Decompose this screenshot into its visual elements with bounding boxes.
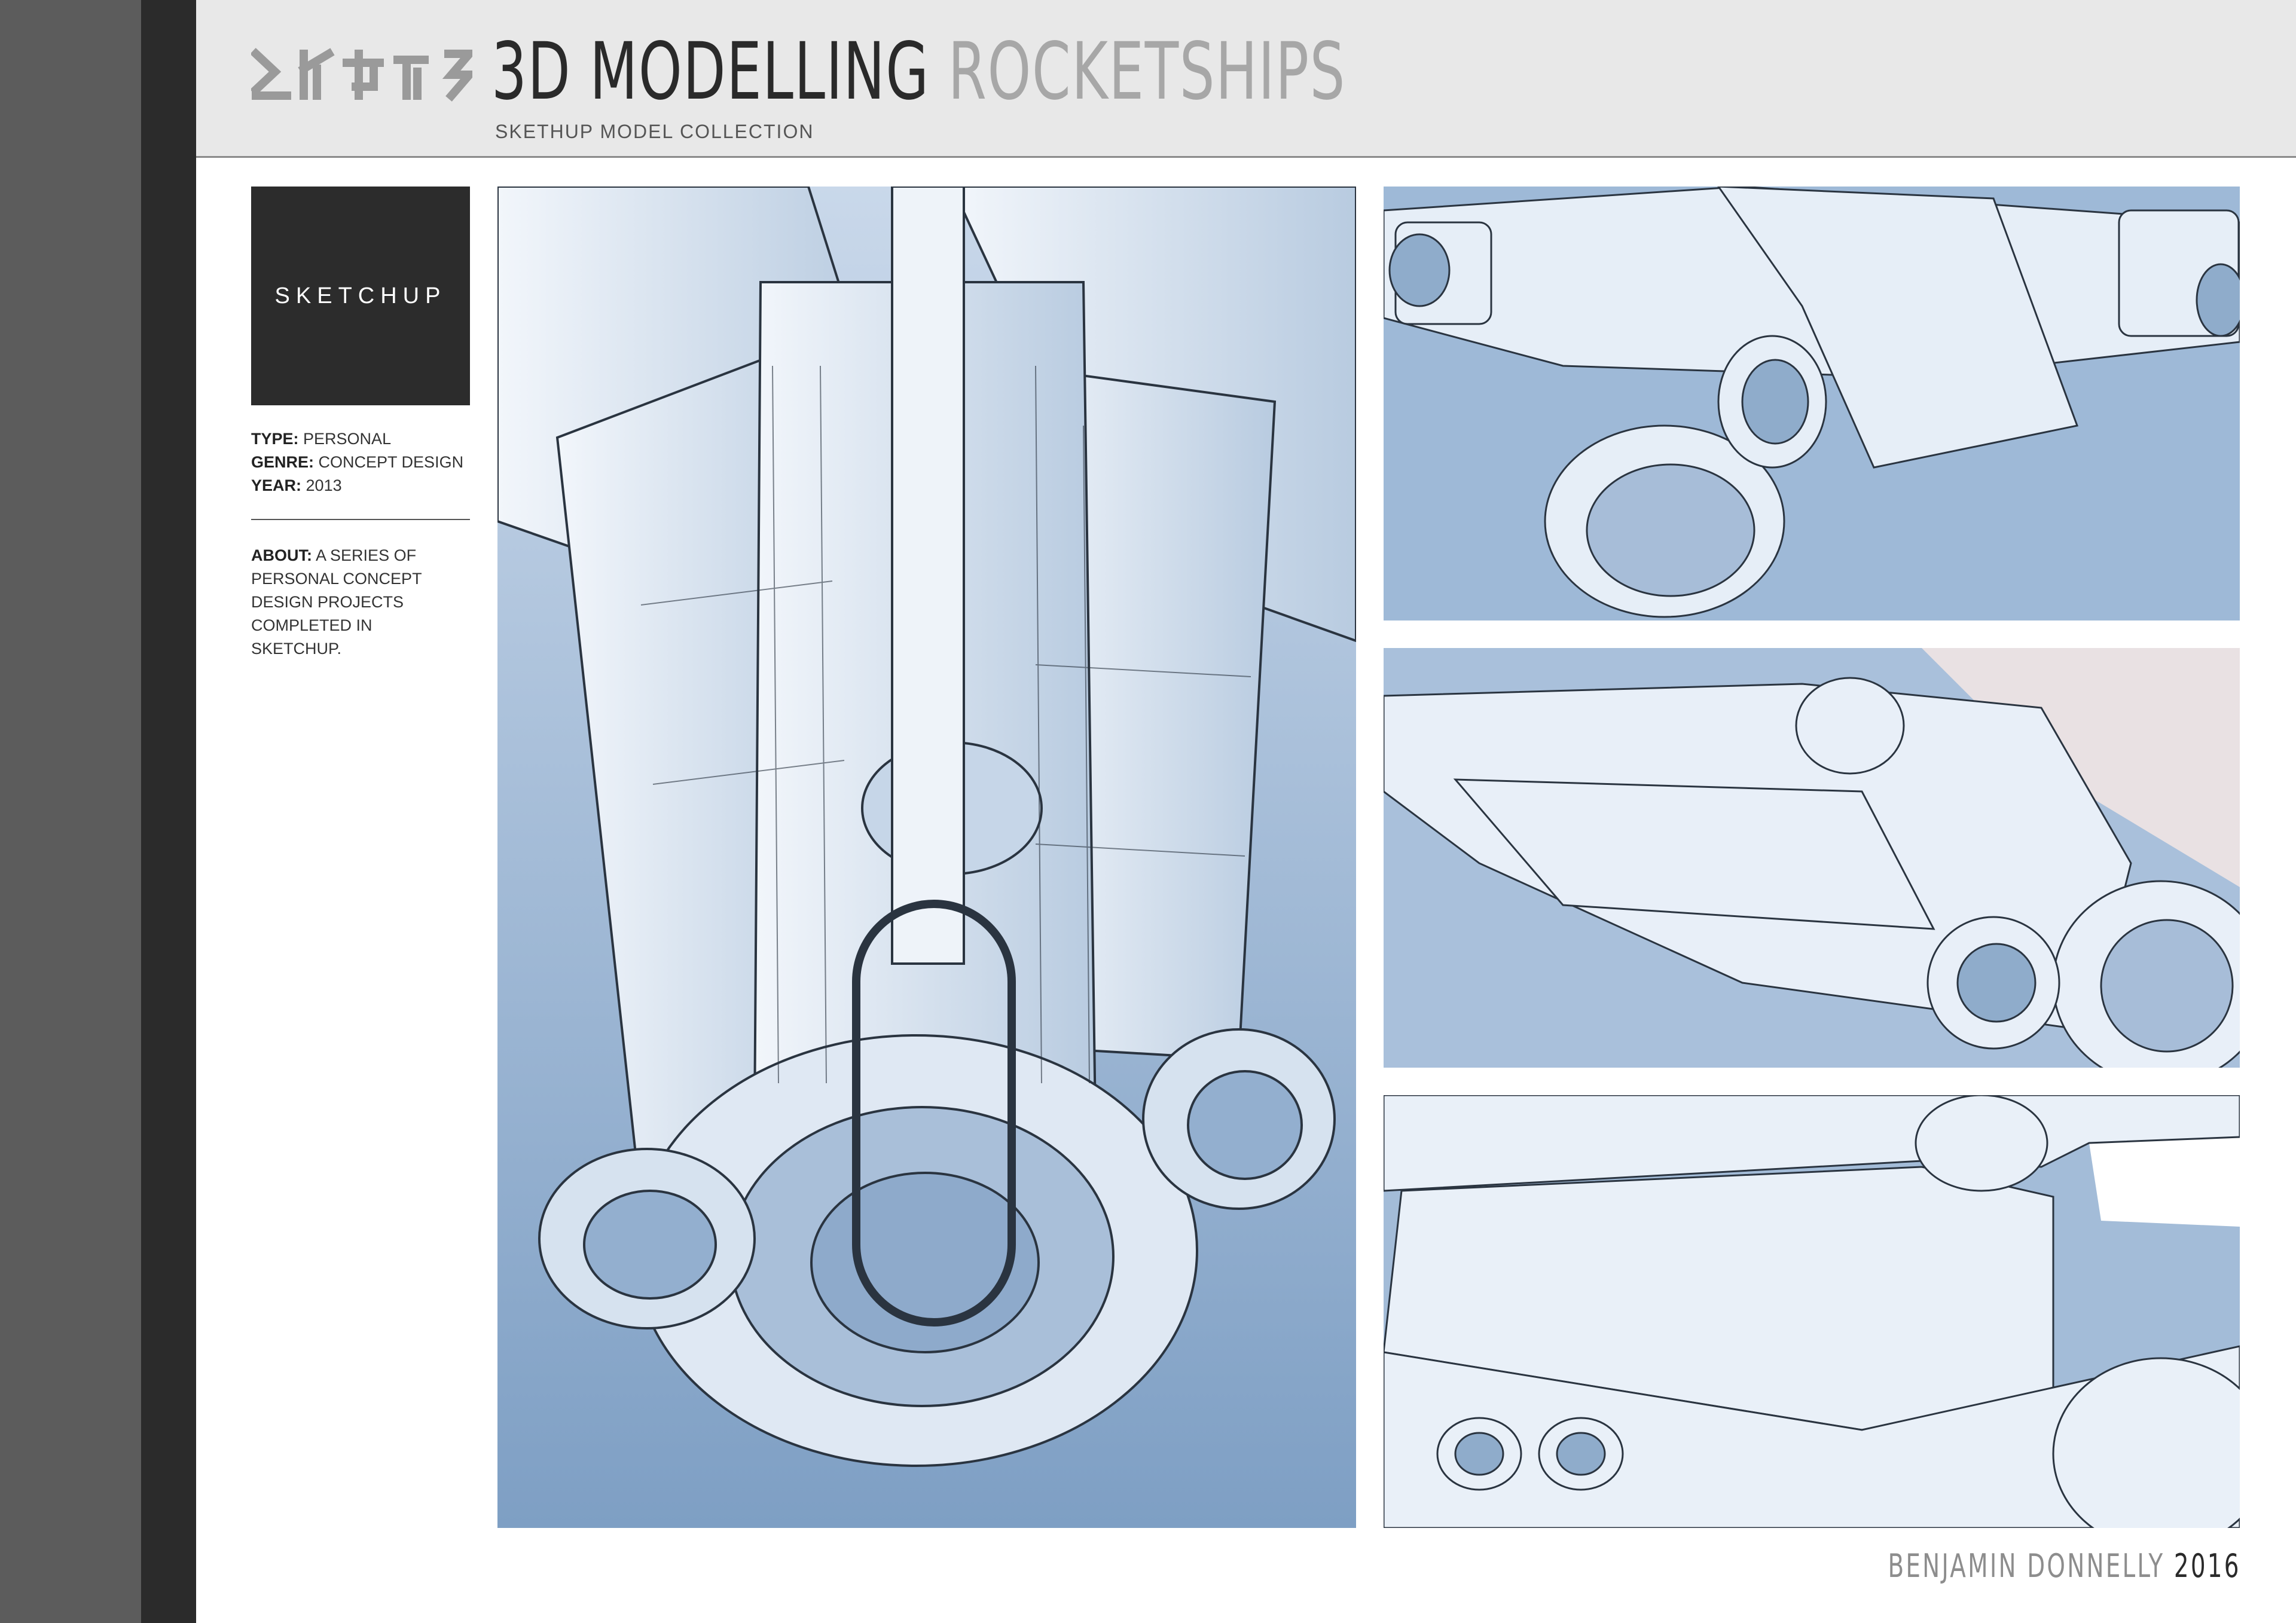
- software-badge-label: SKETCHUP: [274, 283, 447, 308]
- render-bottom-right-detail: [1384, 1095, 2240, 1528]
- page-subtitle: SKETHUP MODEL COLLECTION: [495, 121, 814, 142]
- project-meta: TYPE: PERSONAL GENRE: CONCEPT DESIGN YEA…: [251, 427, 472, 497]
- meta-type: TYPE: PERSONAL: [251, 430, 392, 448]
- alien-glyphs-logo: [251, 48, 472, 102]
- title-sub: ROCKETSHIPS: [948, 26, 1346, 118]
- render-top-right-engines: [1384, 187, 2240, 621]
- footer-author: BENJAMIN DONNELLY: [1888, 1547, 2165, 1585]
- meta-genre: GENRE: CONCEPT DESIGN: [251, 453, 464, 471]
- page-header: [196, 0, 2296, 158]
- render-main-rear-view: [497, 187, 1356, 1528]
- meta-divider: [251, 519, 470, 520]
- title-main: 3D MODELLING: [491, 26, 930, 118]
- footer-credit: BENJAMIN DONNELLY 2016: [1888, 1547, 2241, 1585]
- render-mid-right-side: [1384, 648, 2240, 1068]
- meta-year: YEAR: 2013: [251, 476, 342, 494]
- project-about: ABOUT: A SERIES OF PERSONAL CONCEPT DESI…: [251, 546, 422, 658]
- left-margin-strip: [0, 0, 141, 1623]
- footer-year: 2016: [2174, 1547, 2241, 1585]
- page-title: 3D MODELLING ROCKETSHIPS: [491, 30, 1346, 114]
- software-badge: SKETCHUP: [251, 187, 470, 405]
- left-binding-strip: [141, 0, 196, 1623]
